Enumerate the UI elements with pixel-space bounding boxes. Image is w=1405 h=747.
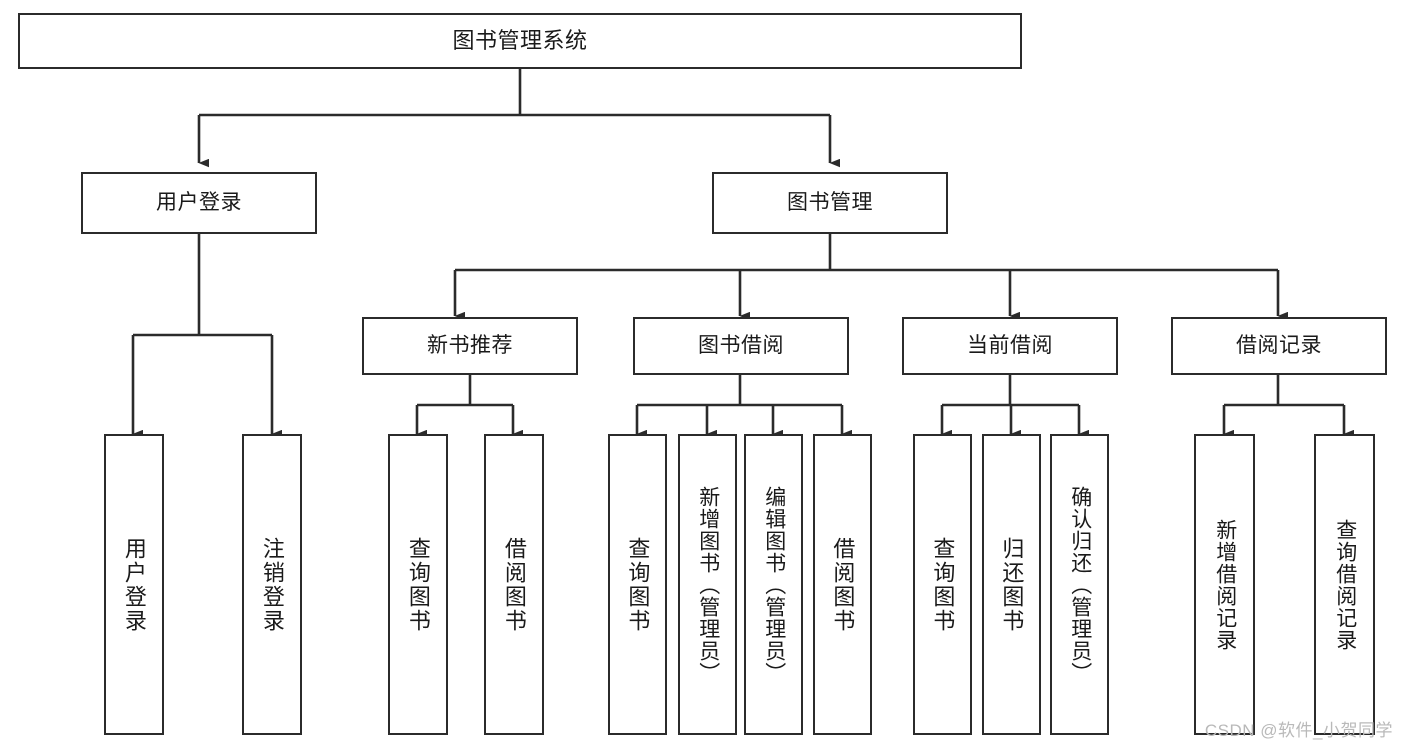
leaf-edit-book-admin[interactable]: 编辑图书（管理员） [744,434,803,735]
leaf-query-borrow-record[interactable]: 查询借阅记录 [1314,434,1375,735]
node-user-login[interactable]: 用户登录 [81,172,317,234]
node-label: 确认归还（管理员） [1068,485,1092,684]
node-label: 查询图书 [625,536,651,633]
node-label: 用户登录 [156,190,242,214]
node-label: 用户登录 [121,536,147,633]
leaf-add-book-admin[interactable]: 新增图书（管理员） [678,434,737,735]
node-label: 查询图书 [930,536,956,633]
node-new-book-recommend[interactable]: 新书推荐 [362,317,578,375]
node-label: 借阅图书 [830,536,856,633]
node-label: 编辑图书（管理员） [762,485,786,684]
leaf-logout-login[interactable]: 注销登录 [242,434,302,735]
node-label: 查询图书 [405,536,431,633]
node-label: 图书借阅 [698,333,784,357]
node-borrow-record[interactable]: 借阅记录 [1171,317,1387,375]
node-label: 当前借阅 [967,333,1053,357]
node-label: 借阅图书 [501,536,527,633]
leaf-add-borrow-record[interactable]: 新增借阅记录 [1194,434,1255,735]
leaf-query-book-1[interactable]: 查询图书 [388,434,448,735]
leaf-query-book-3[interactable]: 查询图书 [913,434,972,735]
leaf-borrow-book-1[interactable]: 借阅图书 [484,434,544,735]
node-label: 归还图书 [999,536,1025,633]
node-label: 图书管理系统 [452,28,588,54]
node-label: 新书推荐 [427,333,513,357]
leaf-return-book[interactable]: 归还图书 [982,434,1041,735]
node-book-management[interactable]: 图书管理 [712,172,948,234]
node-label: 图书管理 [787,190,873,214]
leaf-borrow-book-2[interactable]: 借阅图书 [813,434,872,735]
node-label: 注销登录 [259,536,285,633]
watermark: CSDN @软件_小贺同学 [1204,721,1393,740]
node-label: 借阅记录 [1236,333,1322,357]
node-label: 新增借阅记录 [1213,518,1237,651]
node-root-system[interactable]: 图书管理系统 [18,13,1022,69]
leaf-user-login[interactable]: 用户登录 [104,434,164,735]
leaf-confirm-return-admin[interactable]: 确认归还（管理员） [1050,434,1109,735]
node-current-borrow[interactable]: 当前借阅 [902,317,1118,375]
node-label: 查询借阅记录 [1333,518,1357,651]
node-book-borrow[interactable]: 图书借阅 [633,317,849,375]
node-label: 新增图书（管理员） [696,485,720,684]
leaf-query-book-2[interactable]: 查询图书 [608,434,667,735]
